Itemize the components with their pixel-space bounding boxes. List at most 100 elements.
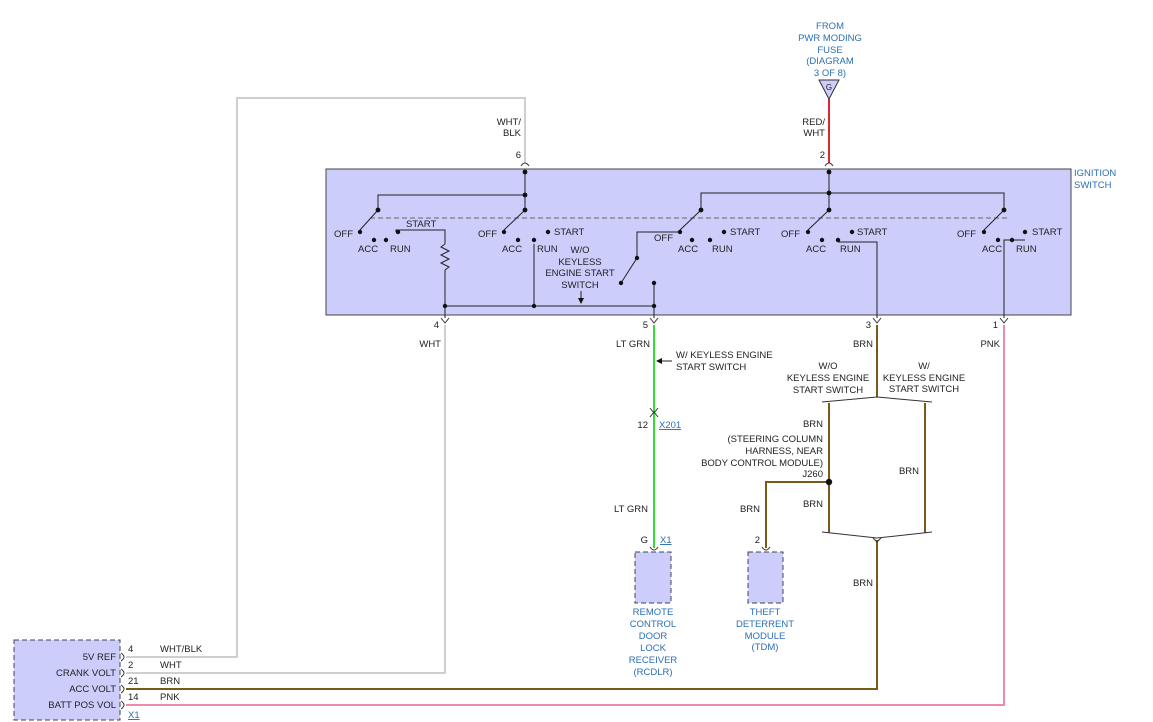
rcdlr-label-5: RECEIVER [629,655,678,666]
rcdlr-label-3: DOOR [639,631,668,642]
s3-start: START [730,227,760,238]
bcm-row-acc-volt-wire: BRN [160,676,180,687]
w-keyless-arrow-icon [656,358,662,364]
source-from-4: (DIAGRAM [806,56,854,67]
s2-acc: ACC [502,244,522,255]
wo-keyless-inside-2: KEYLESS [558,257,601,268]
s2-start: START [554,227,584,238]
s1-off: OFF [334,229,353,240]
wo-keyless-inside-3: ENGINE START [545,268,615,279]
bcm-row-5v-ref-pin: 4 [128,644,133,655]
wire-brn-acc[interactable] [126,540,878,690]
bcm-row-crank-volt-label: CRANK VOLT [56,668,116,679]
rcdlr-module[interactable] [634,551,672,604]
ignition-switch-label-2: SWITCH [1074,180,1112,191]
rcdlr-label-4: LOCK [640,643,667,654]
s4-run: RUN [840,244,861,255]
wire-label-brn-tdm: BRN [740,504,760,515]
s4-off: OFF [781,229,800,240]
w-keyless-note-1: W/ KEYLESS ENGINE [676,350,773,361]
contact-points [357,169,1028,486]
wo-keyless-note-2: KEYLESS ENGINE [787,373,869,384]
fuse-connector-icon[interactable] [818,79,840,101]
bcm-row-crank-volt-pin: 2 [128,660,133,671]
bcm-connector-x1-link[interactable]: X1 [128,710,140,721]
s1-start: START [406,219,436,230]
tdm-label-4: (TDM) [752,642,779,653]
pin-4: 4 [434,320,439,331]
wire-label-red-wht-1: RED/ [802,117,825,128]
splice-location-1: (STEERING COLUMN [727,434,823,445]
wo-keyless-note-3: START SWITCH [793,385,863,396]
fuse-connector-letter: G [826,83,832,92]
wire-label-pnk: PNK [980,339,1000,350]
bcm-row-batt-pos-label: BATT POS VOL [48,700,116,711]
inline-connector-x201-link[interactable]: X201 [659,420,681,431]
pin-2: 2 [820,150,825,161]
tdm-label-1: THEFT [750,607,781,618]
wires-layer [126,97,1005,706]
wo-keyless-note-1: W/O [819,361,838,372]
w-keyless-right-3: START SWITCH [889,384,959,395]
s4-acc: ACC [806,244,826,255]
wire-label-lt-grn-bottom: LT GRN [614,504,648,515]
rcdlr-label-6: (RCDLR) [633,667,672,678]
source-from-3: FUSE [817,45,842,56]
tdm-pin-2: 2 [755,535,760,546]
tdm-module[interactable] [747,551,784,604]
splice-location-2: HARNESS, NEAR [745,446,823,457]
splice-j260-dot[interactable] [825,478,833,486]
wire-label-brn-pin3: BRN [853,339,873,350]
w-keyless-right-2: KEYLESS ENGINE [883,373,965,384]
splice-location-3: BODY CONTROL MODULE) [701,458,823,469]
ignition-switch-label-1: IGNITION [1074,168,1116,179]
s3-run: RUN [712,244,733,255]
source-from-1: FROM [816,21,844,32]
s4-start: START [857,227,887,238]
bcm-row-batt-pos-pin: 14 [128,692,139,703]
s5-run: RUN [1016,244,1037,255]
rcdlr-label-2: CONTROL [630,619,676,630]
w-keyless-note-2: START SWITCH [676,362,746,373]
s3-off: OFF [654,233,673,244]
bcm-row-5v-ref-wire: WHT/BLK [160,644,203,655]
s5-acc: ACC [982,244,1002,255]
wire-wht[interactable] [126,325,446,674]
wo-keyless-arrow-icon [578,298,584,304]
bcm-row-acc-volt-pin: 21 [128,676,139,687]
bcm-row-acc-volt-label: ACC VOLT [69,684,116,695]
wire-brn-tdm[interactable] [765,481,829,548]
rcdlr-pin-g: G [641,535,648,546]
wire-label-brn-w-branch: BRN [899,466,919,477]
s5-start: START [1032,227,1062,238]
wire-wht-blk[interactable] [126,97,526,658]
tdm-label-3: MODULE [745,631,786,642]
ignition-switch-internals [359,170,1025,318]
tdm-label-2: DETERRENT [736,619,794,630]
bcm-terminals [120,652,125,710]
s2-run: RUN [537,244,558,255]
wire-label-wht: WHT [419,339,441,350]
wo-keyless-inside-1: W/O [571,245,590,256]
wire-label-brn-splice-top: BRN [803,419,823,430]
rcdlr-connector-x1-link[interactable]: X1 [660,535,672,546]
wire-label-brn-splice-bottom: BRN [803,499,823,510]
s2-off: OFF [478,229,497,240]
wo-keyless-inside-4: SWITCH [561,280,599,291]
switch-position-labels: OFF ACC RUN START OFF ACC RUN START OFF … [334,219,1062,291]
wire-label-wht-blk-2: BLK [503,128,522,139]
splice-id-j260: J260 [802,469,823,480]
source-from-5: 3 OF 8) [814,68,846,79]
wire-label-brn-acc: BRN [853,578,873,589]
bcm-module[interactable] [13,639,121,721]
bcm-row-crank-volt-wire: WHT [160,660,182,671]
wire-pnk[interactable] [126,325,1005,706]
w-keyless-right-1: W/ [918,361,930,372]
ignition-switch-body[interactable] [325,168,1072,316]
pin-1: 1 [993,320,998,331]
switch-terminals [440,162,1009,551]
pin-5: 5 [643,320,648,331]
bcm-row-5v-ref-label: 5V REF [83,652,116,663]
wire-label-lt-grn-top: LT GRN [616,339,650,350]
